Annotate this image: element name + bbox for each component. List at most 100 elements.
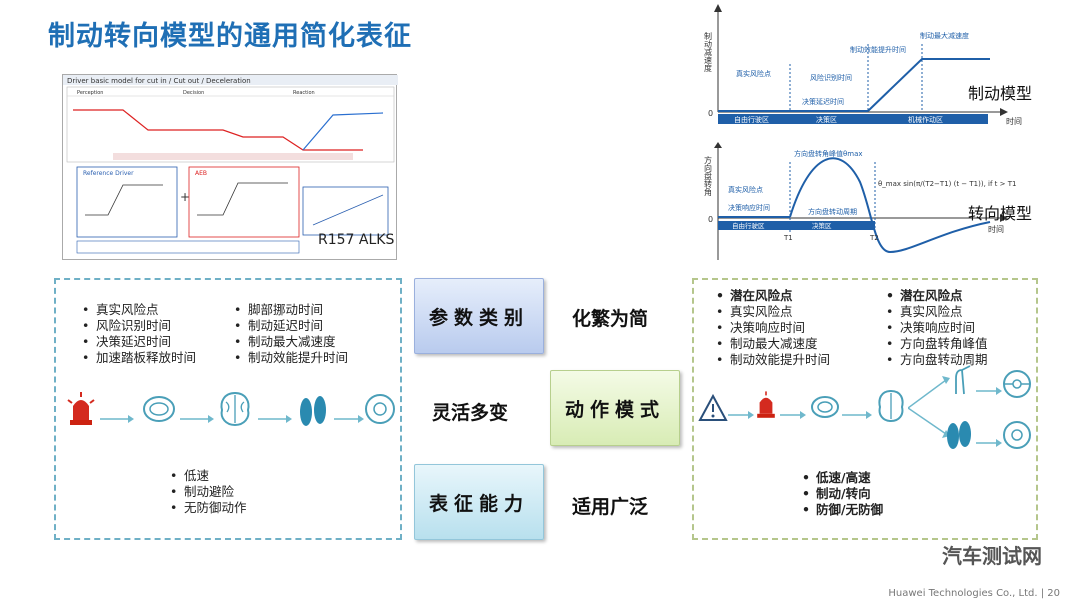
arrow-icon (334, 408, 364, 427)
list-item: 低速 (168, 468, 247, 484)
brake-annot-delay: 决策延迟时间 (802, 97, 844, 106)
brake-model-chart: 0 制动减速度 时间 真实风险点 风险识别时间 决策延迟时间 制动效能提升时间 … (700, 4, 1040, 136)
list-item: 防御/无防御 (800, 502, 883, 518)
steer-tick-t1: T1 (783, 234, 793, 242)
flexible-text: 灵活多变 (432, 402, 509, 424)
brake-zone-free: 自由行驶区 (734, 115, 769, 124)
right-list-col1: 潜在风险点 真实风险点 决策响应时间 制动最大减速度 制动效能提升时间 (714, 288, 830, 368)
list-item: 制动最大减速度 (714, 336, 830, 352)
brake-disc-icon (1002, 418, 1032, 456)
alarm-icon (754, 390, 778, 424)
arrow-icon (180, 408, 214, 427)
left-list-col1: 真实风险点 风险识别时间 决策延迟时间 加速踏板释放时间 (80, 302, 196, 366)
list-item: 加速踏板释放时间 (80, 350, 196, 366)
arrow-icon (842, 404, 872, 423)
list-item: 制动延迟时间 (232, 318, 348, 334)
r157-phase-3: Reaction (293, 90, 315, 96)
list-item: 决策响应时间 (884, 320, 988, 336)
footer-text: Huawei Technologies Co., Ltd. | 20 (888, 588, 1060, 599)
r157-aeb-label: AEB (195, 170, 207, 177)
steering-wheel-icon (1002, 368, 1032, 404)
steer-ylabel: 方向盘转角 (704, 155, 713, 197)
list-item: 决策响应时间 (714, 320, 830, 336)
steer-zone-free: 自由行驶区 (732, 221, 765, 230)
r157-header: Driver basic model for cut in / Cut out … (67, 77, 251, 85)
characterization-box: 表征能力 (414, 464, 544, 540)
arrow-icon (728, 404, 754, 423)
left-list-col2: 脚部挪动时间 制动延迟时间 制动最大减速度 制动效能提升时间 (232, 302, 348, 366)
brake-disc-icon (364, 392, 396, 430)
r157-label: R157 ALKS (318, 232, 395, 248)
steer-tick-t2: T2 (869, 234, 879, 242)
brake-annot-risk: 真实风险点 (736, 69, 771, 78)
list-item: 真实风险点 (884, 304, 988, 320)
brake-ylabel: 制动减速度 (704, 31, 713, 73)
list-item: 低速/高速 (800, 470, 883, 486)
list-item: 制动最大减速度 (232, 334, 348, 350)
brake-zone-decision: 决策区 (816, 115, 837, 124)
steer-zone-decision: 决策区 (812, 221, 832, 230)
svg-text:+: + (180, 190, 190, 204)
feet-icon (296, 390, 330, 434)
list-item: 决策延迟时间 (80, 334, 196, 350)
branch-arrows-icon (907, 372, 952, 446)
list-item: 潜在风险点 (884, 288, 988, 304)
list-item: 制动/转向 (800, 486, 883, 502)
r157-ref-driver-label: Reference Driver (83, 170, 134, 177)
r157-phase-2: Decision (183, 90, 204, 96)
list-item: 制动避险 (168, 484, 247, 500)
feet-icon (944, 416, 974, 458)
brake-annot-rise: 制动效能提升时间 (850, 45, 906, 54)
brake-model-label: 制动模型 (968, 84, 1033, 103)
steer-annot-delay: 决策响应时间 (728, 203, 770, 212)
right-panel (692, 278, 1038, 540)
steer-zero: 0 (708, 215, 713, 224)
simplify-text: 化繁为简 (572, 308, 649, 330)
right-list-col2: 潜在风险点 真实风险点 决策响应时间 方向盘转角峰值 方向盘转动周期 (884, 288, 988, 368)
brake-zone-actuate: 机械作动区 (908, 115, 943, 124)
right-bottom-list: 低速/高速 制动/转向 防御/无防御 (800, 470, 883, 518)
page-title: 制动转向模型的通用简化表征 (48, 21, 412, 52)
left-panel (54, 278, 402, 540)
arrow-icon (780, 404, 806, 423)
brake-annot-max: 制动最大减速度 (920, 31, 969, 40)
list-item: 潜在风险点 (714, 288, 830, 304)
steer-model-chart: 0 方向盘转角 时间 真实风险点 方向盘转角峰值θmax 决策响应时间 方向盘转… (700, 142, 1040, 264)
brake-xlabel: 时间 (1006, 116, 1022, 126)
steer-annot-peak: 方向盘转角峰值θmax (794, 149, 863, 158)
arrow-icon (100, 408, 134, 427)
alarm-icon (66, 392, 96, 426)
list-item: 脚部挪动时间 (232, 302, 348, 318)
watermark-text: 汽车测试网 (942, 544, 1042, 568)
warning-icon (698, 393, 728, 426)
arrow-icon (976, 432, 1002, 451)
hand-icon (950, 364, 976, 400)
eye-icon (142, 394, 176, 428)
list-item: 方向盘转角峰值 (884, 336, 988, 352)
widely-applicable-text: 适用广泛 (572, 496, 649, 518)
eye-icon (810, 394, 840, 424)
steer-model-label: 转向模型 (968, 204, 1033, 223)
brake-annot-recog: 风险识别时间 (810, 73, 852, 82)
list-item: 制动效能提升时间 (714, 352, 830, 368)
r157-phase-1: Perception (77, 90, 103, 96)
list-item: 真实风险点 (80, 302, 196, 318)
brain-icon (876, 388, 906, 428)
r157-driver-model-figure: Driver basic model for cut in / Cut out … (62, 74, 398, 260)
brain-icon (218, 390, 252, 432)
list-item: 方向盘转动周期 (884, 352, 988, 368)
steer-annot-period: 方向盘转动周期 (808, 207, 857, 216)
steer-formula: θ_max sin(π/(T2−T1) (t − T1)), if t > T1 (878, 180, 1016, 188)
action-mode-box: 动作模式 (550, 370, 680, 446)
list-item: 真实风险点 (714, 304, 830, 320)
list-item: 风险识别时间 (80, 318, 196, 334)
brake-zero: 0 (708, 109, 713, 118)
param-category-box: 参数类别 (414, 278, 544, 354)
arrow-icon (258, 408, 292, 427)
steer-xlabel: 时间 (988, 224, 1004, 234)
left-bottom-list: 低速 制动避险 无防御动作 (168, 468, 247, 516)
arrow-icon (976, 380, 1002, 399)
list-item: 无防御动作 (168, 500, 247, 516)
steer-annot-risk: 真实风险点 (728, 185, 763, 194)
list-item: 制动效能提升时间 (232, 350, 348, 366)
